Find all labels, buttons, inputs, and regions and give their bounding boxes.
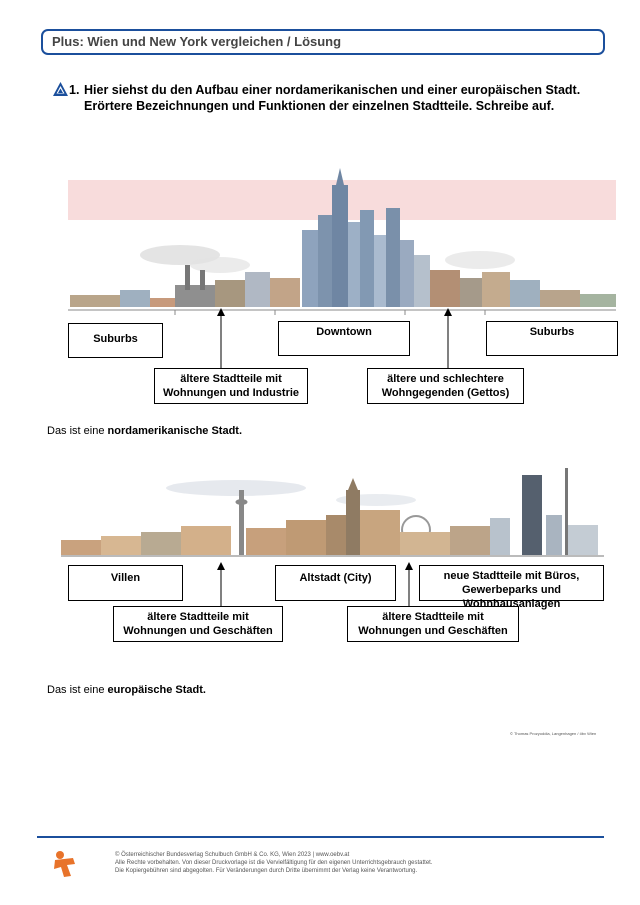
arrow-up-icon (405, 562, 413, 608)
footer-copyright: © Österreichischer Bundesverlag Schulbuc… (115, 852, 350, 858)
arrow-up-icon (217, 562, 225, 608)
label-older-industry: ältere Stadtteile mit Wohnungen und Indu… (154, 368, 308, 404)
label-old-town: Altstadt (City) (275, 565, 396, 601)
header-frame (41, 29, 605, 55)
footer-disclaimer: Die Kopiergebühren sind abgegolten. Für … (115, 868, 418, 874)
arrow-up-icon (217, 308, 225, 370)
north-american-skyline-illustration (68, 168, 616, 315)
triangle-level-icon (53, 82, 68, 96)
european-skyline-illustration (61, 468, 604, 557)
oebv-logo (54, 851, 75, 877)
statement-european: Das ist eine europäische Stadt. (47, 684, 206, 696)
image-credit: © Thomas Prozyoddia, Langenhagen / öbv W… (510, 731, 597, 736)
label-suburbs-right: Suburbs (486, 321, 618, 356)
task-instruction-line1: Hier siehst du den Aufbau einer nordamer… (84, 83, 581, 97)
label-older-shops-right: ältere Stadtteile mit Wohnungen und Gesc… (347, 606, 519, 642)
label-new-districts: neue Stadtteile mit Büros, Gewerbeparks … (419, 565, 604, 610)
footer-rights: Alle Rechte vorbehalten. Von dieser Druc… (115, 860, 433, 866)
label-downtown: Downtown (278, 321, 410, 356)
task-instruction-line2: Erörtere Bezeichnungen und Funktionen de… (84, 99, 555, 113)
task-number: 1. (69, 83, 80, 97)
footer-divider (37, 836, 604, 838)
page-title: Plus: Wien und New York vergleichen / Lö… (52, 34, 342, 49)
arrow-up-icon (444, 308, 452, 370)
label-older-shops-left: ältere Stadtteile mit Wohnungen und Gesc… (113, 606, 283, 642)
statement-north-american: Das ist eine nordamerikanische Stadt. (47, 425, 243, 437)
label-ghettos: ältere und schlechtere Wohngegenden (Get… (367, 368, 524, 404)
label-suburbs-left: Suburbs (68, 323, 163, 358)
label-villas: Villen (68, 565, 183, 601)
